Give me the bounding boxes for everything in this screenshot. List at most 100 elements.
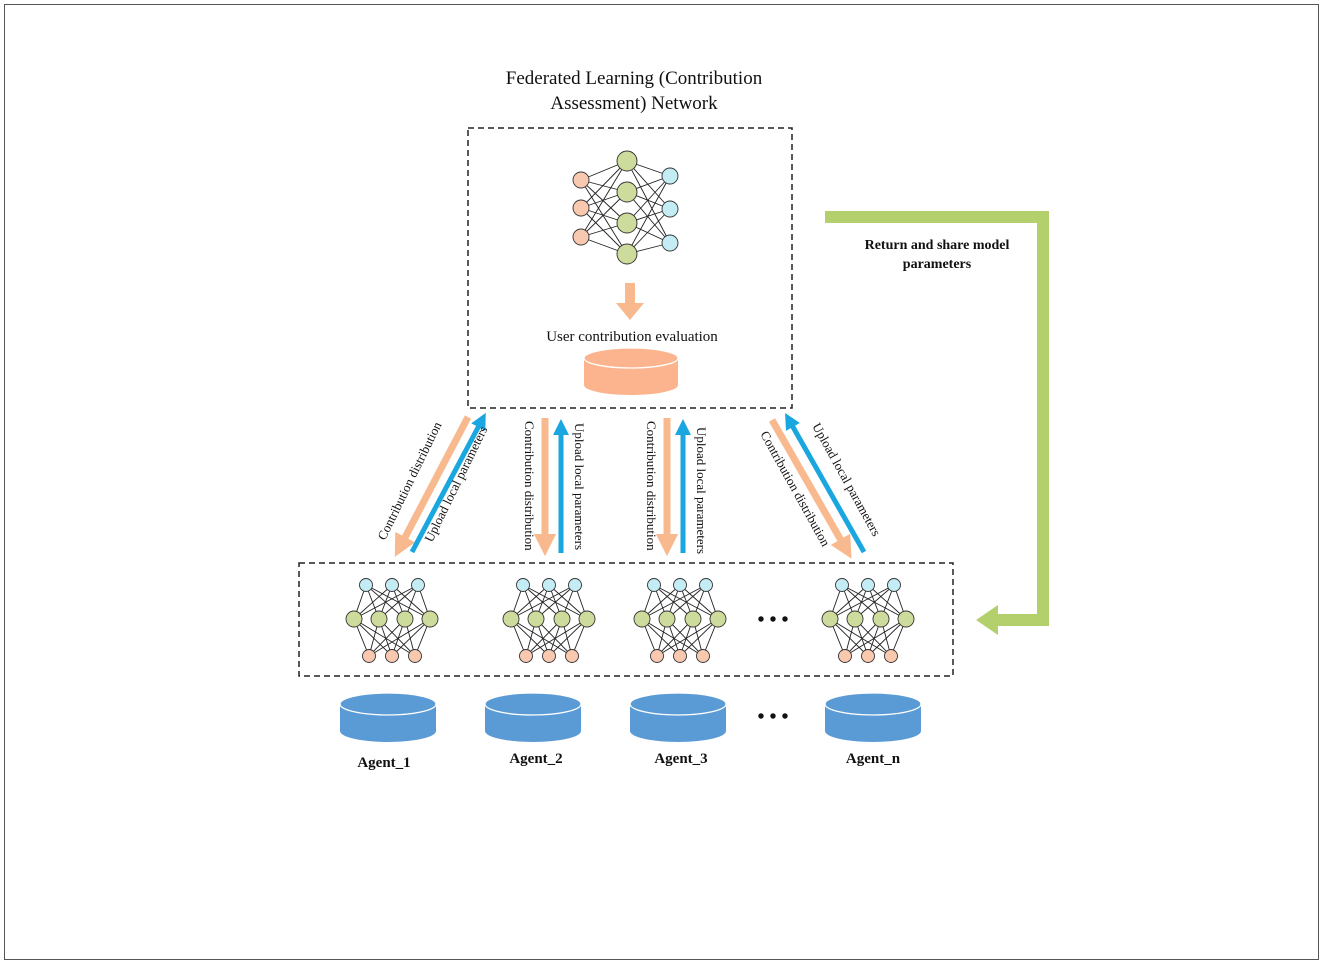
agent2-net-input-node <box>542 649 556 663</box>
flow-group-3: Contribution distribution Upload local p… <box>644 418 709 557</box>
figure-border <box>4 4 1319 960</box>
agentn-net-connection <box>829 584 869 620</box>
agentn-net-input-node <box>838 649 852 663</box>
agent-label-2: Agent_2 <box>509 751 562 767</box>
agent1-net-hidden-node <box>370 610 388 628</box>
server-net-connection <box>580 160 628 238</box>
agent3-net-hidden-node <box>633 610 651 628</box>
agent-label-1: Agent_1 <box>357 755 410 771</box>
agent1-net-connection <box>353 618 416 657</box>
agentn-net-output-node <box>861 578 875 592</box>
upload-arrow-n <box>785 413 867 554</box>
return-label-line2: parameters <box>903 257 972 272</box>
agent1-net-output-node <box>411 578 425 592</box>
agent3-net-hidden-node <box>709 610 727 628</box>
server-net-hidden-node <box>616 243 638 265</box>
contribution-arrow-1 <box>394 415 472 557</box>
agent-database-2 <box>484 692 582 742</box>
upload-arrow-1 <box>409 412 486 554</box>
diagram-title-line2: Assessment) Network <box>550 93 718 114</box>
agentn-net-output-node <box>887 578 901 592</box>
agents-network-ellipsis: • • • <box>757 609 788 631</box>
agent3-net-connection <box>656 618 694 657</box>
agent2-net-hidden-node <box>527 610 545 628</box>
server-net-output-node <box>661 167 679 185</box>
server-net-connection <box>626 191 671 244</box>
server-net-connection <box>626 175 671 224</box>
agent2-net-output-node <box>568 578 582 592</box>
agent2-net-connection <box>510 584 576 620</box>
agent1-net-connection <box>378 584 419 620</box>
return-arrow <box>825 211 1049 635</box>
agent3-net-connection <box>679 618 719 657</box>
agent1-net-input-node <box>408 649 422 663</box>
agent2-net-connection <box>525 618 563 657</box>
server-net-connection <box>626 160 671 244</box>
agent3-net-input-node <box>650 649 664 663</box>
agent1-net-output-node <box>385 578 399 592</box>
return-label-line1: Return and share model <box>865 238 1010 253</box>
agent3-net-connection <box>641 584 681 620</box>
agent1-net-connection <box>391 618 431 657</box>
server-net-connection <box>626 175 671 255</box>
agent2-net-input-node <box>565 649 579 663</box>
agent1-net-hidden-node <box>345 610 363 628</box>
flow-group-n: Contribution distribution Upload local p… <box>757 413 884 559</box>
server-net-input-node <box>572 228 590 246</box>
agent2-net-connection <box>510 584 550 620</box>
evaluation-arrow <box>616 283 644 320</box>
agent2-net-connection <box>535 584 576 620</box>
agent3-net-input-node <box>696 649 710 663</box>
agent3-net-hidden-node <box>658 610 676 628</box>
agent-database-3 <box>629 692 727 742</box>
server-neural-network <box>572 150 679 265</box>
server-net-output-node <box>661 234 679 252</box>
server-net-connection <box>580 207 628 255</box>
flow-group-1: Contribution distribution Upload local p… <box>374 412 490 557</box>
server-net-input-node <box>572 199 590 217</box>
agentn-net-hidden-node <box>872 610 890 628</box>
server-net-connection <box>580 191 628 238</box>
agentn-net-connection <box>854 584 895 620</box>
agent3-net-connection <box>679 584 719 620</box>
agentn-net-connection <box>867 618 907 657</box>
agentn-net-hidden-node <box>897 610 915 628</box>
server-net-connection <box>626 160 671 210</box>
agent2-net-hidden-node <box>553 610 571 628</box>
agent2-net-output-node <box>542 578 556 592</box>
agent3-net <box>633 578 727 663</box>
agentn-net-output-node <box>835 578 849 592</box>
agent2-net-connection <box>548 584 588 620</box>
agent2-net-connection <box>548 618 588 657</box>
agent1-net-hidden-node <box>421 610 439 628</box>
agent2-net-hidden-node <box>578 610 596 628</box>
upload-label-2: Upload local parameters <box>572 423 587 550</box>
agent3-net-connection <box>666 584 707 620</box>
agent1-net <box>345 578 439 663</box>
agent1-net-connection <box>353 584 393 620</box>
agent2-net <box>502 578 596 663</box>
agent-label-n: Agent_n <box>846 751 901 767</box>
agent3-net-connection <box>666 618 704 657</box>
agent-database-1 <box>339 692 437 742</box>
agent1-net-hidden-node <box>396 610 414 628</box>
agent1-net-output-node <box>359 578 373 592</box>
agentn-net-connection <box>829 618 892 657</box>
agent1-net-connection <box>378 618 416 657</box>
agent-networks <box>345 578 915 663</box>
agent2-net-connection <box>525 618 588 657</box>
agent-label-3: Agent_3 <box>654 751 707 767</box>
agentn-net-connection <box>867 584 907 620</box>
agent2-net-connection <box>510 618 573 657</box>
agent3-net-output-node <box>673 578 687 592</box>
agent1-net-input-node <box>362 649 376 663</box>
server-net-hidden-node <box>616 181 638 203</box>
agent1-net-connection <box>353 618 393 657</box>
upload-label-3: Upload local parameters <box>694 427 709 554</box>
agent3-net-output-node <box>699 578 713 592</box>
server-net-connection <box>580 179 628 255</box>
server-net-connection <box>580 179 628 224</box>
contribution-label-3: Contribution distribution <box>644 421 659 551</box>
agentn-net-connection <box>844 618 882 657</box>
